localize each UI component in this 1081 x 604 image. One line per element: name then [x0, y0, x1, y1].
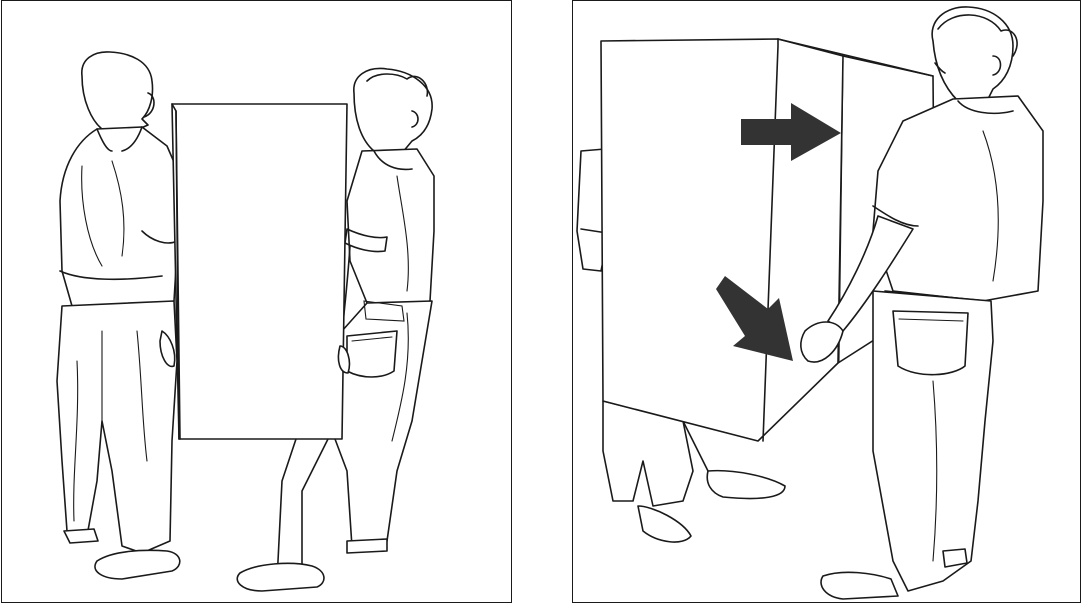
illustration-panel-left [1, 0, 512, 603]
illustration-panel-right [572, 0, 1081, 603]
right-scene [573, 1, 1080, 602]
left-scene [2, 1, 511, 602]
person-left-figure [57, 52, 180, 579]
cabinet-box [172, 104, 347, 439]
